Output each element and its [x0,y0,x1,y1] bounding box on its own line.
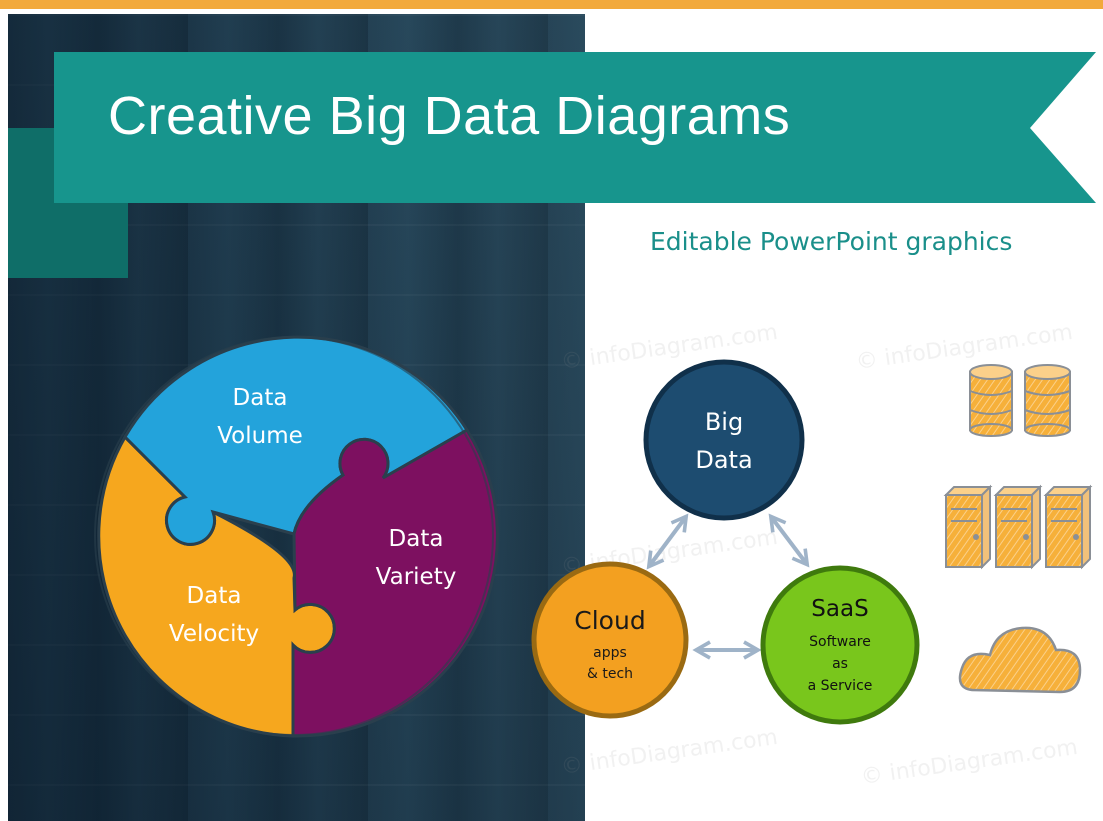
cloud-icon [958,626,1082,694]
page-title: Creative Big Data Diagrams [108,86,791,146]
puzzle-labels: Data Volume Data Variety Data Velocity [169,385,456,647]
saas-title: SaaS [811,596,868,622]
big-data-line1: Big [705,408,743,436]
cloud-line1: apps [593,645,627,661]
puzzle-piece-variety [291,427,499,738]
cycle-arrows [646,513,810,660]
velocity-label-line1: Data [187,583,242,609]
volume-label-line1: Data [233,385,288,411]
velocity-label-line2: Velocity [169,621,259,647]
variety-label-line2: Variety [376,564,457,590]
top-accent-line [0,0,1103,9]
server-rack-icon [943,484,1093,570]
database-stack-icon [969,364,1071,437]
cloud-line2: & tech [587,666,633,682]
saas-line2: as [832,656,848,672]
saas-line3: a Service [808,678,873,694]
arrow-cloud-bigdata [646,513,689,570]
puzzle-circle [94,335,499,738]
page-subtitle: Editable PowerPoint graphics [650,227,1013,256]
cloud-title: Cloud [574,606,645,635]
cloud-node: Cloud apps & tech [531,561,689,719]
title-ribbon [8,52,1096,278]
arrow-bigdata-saas [768,513,810,568]
big-data-line2: Data [695,446,752,474]
big-data-node: Big Data [643,359,805,521]
volume-label-line2: Volume [217,423,303,449]
saas-line1: Software [809,634,871,650]
variety-label-line1: Data [389,526,444,552]
ribbon-band [54,52,1096,203]
saas-node: SaaS Software as a Service [760,565,920,725]
